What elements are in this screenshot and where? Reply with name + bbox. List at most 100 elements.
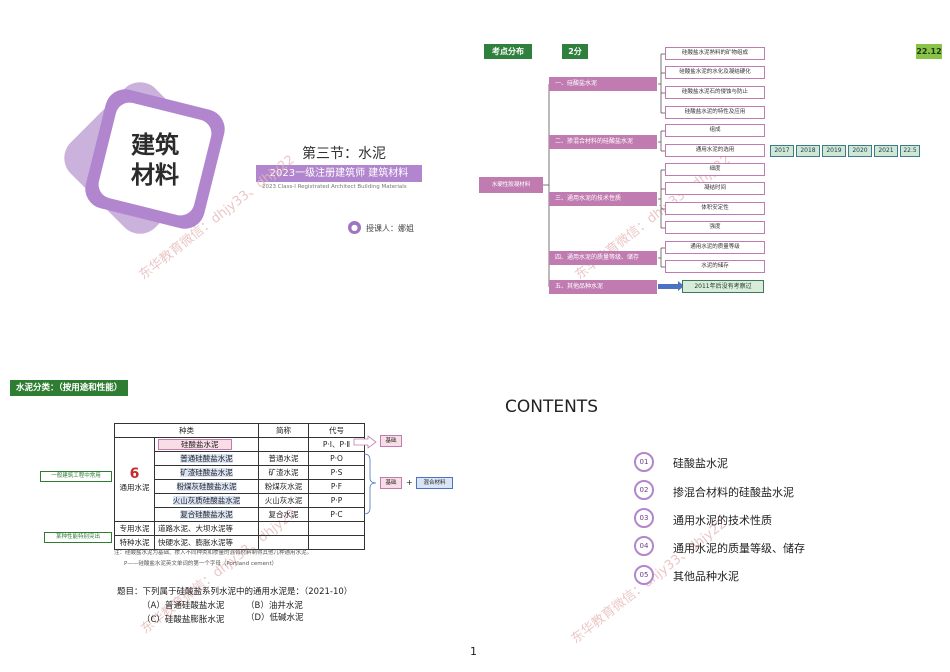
table-row: 6 通用水泥 硅酸盐水泥 P·Ⅰ、P·Ⅱ [114, 437, 365, 522]
leaf: 硅酸盐水泥石的侵蚀与防止 [665, 86, 765, 99]
leaf: 硅酸盐水泥熟料的矿物组成 [665, 47, 765, 60]
year-chip: 2018 [796, 145, 820, 157]
leaf: 水泥的储存 [665, 260, 765, 273]
lecturer: 授课人：娜姐 [366, 224, 414, 233]
tag-special: 某种性能特别突出 [44, 532, 112, 543]
mindmap-root: 水硬性胶凝材料 [479, 177, 543, 193]
short-cell: 粉煤灰水泥 [258, 479, 309, 494]
contents-item[interactable]: 其他品种水泥 [673, 570, 739, 583]
kind-name: 粉煤灰硅酸盐水泥 [176, 482, 237, 491]
year-chip: 2020 [848, 145, 872, 157]
option-a: （A）普通硅酸盐水泥 [142, 601, 225, 611]
special-use-eg: 道路水泥、大坝水泥等 [154, 521, 259, 536]
tag-exam-points: 考点分布 [484, 44, 532, 59]
contents-number: 01 [634, 452, 654, 472]
kind-cell: 粉煤灰硅酸盐水泥 [154, 479, 259, 494]
contents-number: 03 [634, 508, 654, 528]
kind-cell: 矿渣硅酸盐水泥 [154, 465, 259, 480]
base-label: 基础 [380, 477, 402, 489]
short-cell [258, 437, 309, 452]
table-row: 火山灰质硅酸盐水泥 火山灰水泥 P·P [115, 493, 365, 508]
contents-title: CONTENTS [505, 397, 598, 417]
leaf: 硅酸盐水泥的水化及凝结硬化 [665, 66, 765, 79]
kind-name: 硅酸盐水泥 [158, 439, 232, 450]
mixed-material-label: 混合材料 [416, 477, 453, 489]
base-label: 基础 [380, 435, 402, 447]
short-cell: 普通水泥 [258, 451, 309, 466]
kind-name: 矿渣硅酸盐水泥 [180, 468, 233, 477]
six-count: 6 [129, 466, 140, 482]
table-annotations [353, 435, 377, 515]
empty-cell [258, 521, 309, 536]
note-1: 注：硅酸盐水泥为基础、掺入不同种类和掺量的混合材料制得其他几种通用水泥。 [114, 550, 313, 556]
cement-table: 种类 简称 代号 6 通用水泥 硅酸盐水泥 P·Ⅰ、P·Ⅱ 普通硅酸盐水泥 普通… [114, 423, 365, 550]
general-cell: 6 通用水泥 [114, 437, 155, 522]
subtitle-band: 2023一级注册建筑师 建筑材料 [256, 165, 422, 182]
leaf: 硅酸盐水泥的特性及应用 [665, 106, 765, 119]
option-c: （C）硅酸盐膨胀水泥 [142, 615, 225, 625]
section-title: 第三节：水泥 [302, 146, 386, 162]
note-box: 2011年后没有考察过 [682, 280, 764, 293]
leaf: 凝结时间 [665, 182, 765, 195]
cover-title: 建筑 材料 [100, 130, 210, 190]
subtitle-en: 2023 Class-I Registrated Architect Build… [262, 184, 407, 190]
option-d: （D）低碱水泥 [246, 613, 304, 623]
special-use-label: 专用水泥 [114, 521, 155, 536]
empty-cell [308, 521, 365, 536]
leaf: 细度 [665, 163, 765, 176]
th-kind: 种类 [114, 423, 259, 438]
kind-cell: 普通硅酸盐水泥 [154, 451, 259, 466]
page-number: 1 [470, 645, 477, 658]
contents-number: 02 [634, 480, 654, 500]
tag-general-use: 一般建筑工程中常用 [40, 471, 112, 482]
arrow-right-icon [658, 281, 684, 291]
kind-name: 复合硅酸盐水泥 [180, 510, 233, 519]
contents-number: 05 [634, 565, 654, 585]
contents-number: 04 [634, 536, 654, 556]
short-cell: 复合水泥 [258, 507, 309, 522]
plus-sign: + [406, 478, 413, 487]
table-row: 粉煤灰硅酸盐水泥 粉煤灰水泥 P·F [115, 479, 365, 494]
branch-3: 三、通用水泥的技术性质 [549, 192, 657, 206]
contents-item[interactable]: 掺混合材料的硅酸盐水泥 [673, 486, 794, 499]
kind-cell: 火山灰质硅酸盐水泥 [154, 493, 259, 508]
contents-item[interactable]: 通用水泥的技术性质 [673, 514, 772, 527]
leaf: 通用水泥的选用 [665, 144, 765, 157]
branch-1: 一、硅酸盐水泥 [549, 77, 657, 91]
cover-title-text: 建筑 材料 [131, 131, 179, 189]
year-chip: 2021 [874, 145, 898, 157]
tag-score: 2分 [562, 44, 588, 59]
short-cell: 矿渣水泥 [258, 465, 309, 480]
leaf: 强度 [665, 221, 765, 234]
contents-item[interactable]: 通用水泥的质量等级、储存 [673, 542, 805, 555]
tag-date: 22.12 [916, 44, 942, 59]
branch-2: 二、掺混合材料的硅酸盐水泥 [549, 135, 657, 149]
table-row: 矿渣硅酸盐水泥 矿渣水泥 P·S [115, 465, 365, 480]
short-cell: 火山灰水泥 [258, 493, 309, 508]
person-icon: ● [348, 221, 361, 234]
th-short: 简称 [258, 423, 309, 438]
kind-cell: 硅酸盐水泥 [154, 437, 259, 452]
branch-4: 四、通用水泥的质量等级、储存 [549, 251, 657, 265]
table-header-row: 种类 简称 代号 [114, 423, 365, 438]
kind-cell: 复合硅酸盐水泥 [154, 507, 259, 522]
table-row: 特种水泥 快硬水泥、膨胀水泥等 [114, 535, 365, 550]
year-chip: 22.5 [900, 145, 920, 157]
slide3-header: 水泥分类：（按用途和性能） [10, 380, 129, 396]
leaf: 体积安定性 [665, 202, 765, 215]
table-row: 普通硅酸盐水泥 普通水泥 P·O [115, 451, 365, 466]
option-b: （B）油井水泥 [246, 601, 303, 611]
general-label: 通用水泥 [119, 483, 150, 492]
question: 题目：下列属于硅酸盐系列水泥中的通用水泥是：（2021-10） [117, 587, 353, 597]
year-chip: 2017 [770, 145, 794, 157]
contents-item[interactable]: 硅酸盐水泥 [673, 457, 728, 470]
table-row: 专用水泥 道路水泥、大坝水泥等 [114, 521, 365, 536]
empty-cell [308, 535, 365, 550]
branch-5: 五、其他品种水泥 [549, 280, 657, 294]
note-2: P——硅酸盐水泥英文单词的第一个字母（Portland cement） [124, 561, 278, 567]
kind-name: 普通硅酸盐水泥 [180, 454, 233, 463]
year-chip: 2019 [822, 145, 846, 157]
leaf: 通用水泥的质量等级 [665, 241, 765, 254]
leaf: 组成 [665, 124, 765, 137]
kind-name: 火山灰质硅酸盐水泥 [172, 496, 241, 505]
